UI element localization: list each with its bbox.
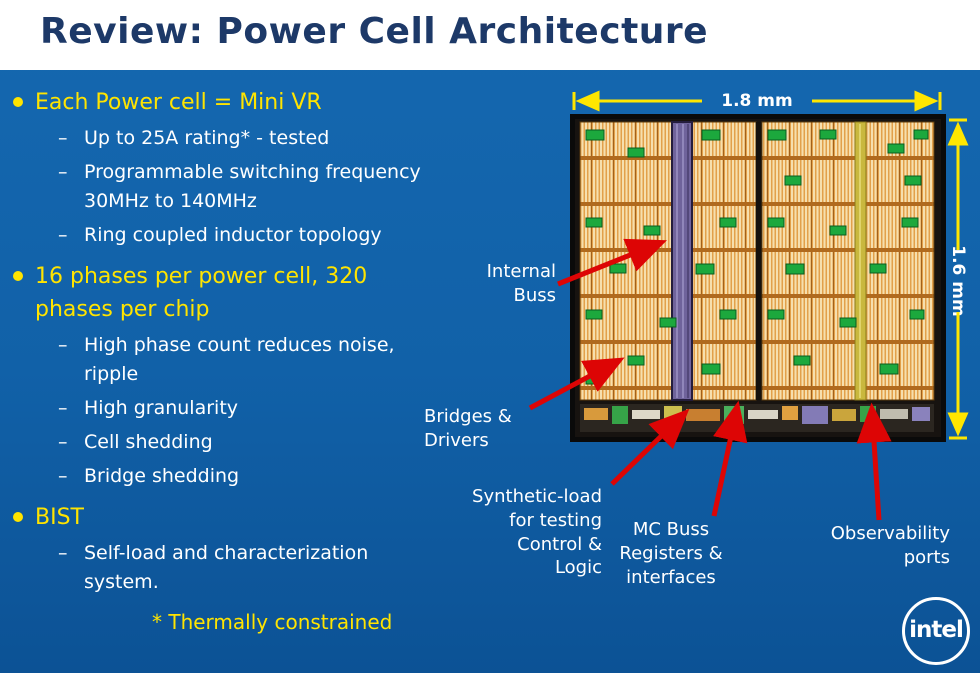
sub-bullet-label: Self-load and characterization system. [84, 542, 369, 593]
bullet-dot-icon [13, 271, 23, 281]
right-bus-strip [854, 121, 867, 401]
annotation-internal-buss: Internal Buss [486, 261, 556, 306]
sub-bullet-item: High granularity [58, 394, 500, 423]
annotation-observability-ports: Observability ports [830, 523, 950, 568]
sub-bullet-label: High granularity [84, 397, 239, 419]
sub-bullet-label: Ring coupled inductor topology [84, 224, 382, 246]
dash-icon [58, 428, 84, 457]
annotation-mc-buss: MC Buss Registers & interfaces [619, 519, 723, 588]
footnote: * Thermally constrained [152, 610, 393, 634]
dash-icon [58, 158, 84, 216]
height-dimension-label: 1.6 mm [948, 245, 968, 317]
bullet-label: Each Power cell = Mini VR [35, 90, 322, 115]
die-bottom-logic-strip [580, 404, 934, 432]
bullet-label: 16 phases per power cell, 320 phases per… [35, 264, 368, 322]
dash-icon [58, 462, 84, 491]
annotation-synthetic-load: Synthetic-load for testing Control & Log… [472, 486, 602, 579]
sub-bullet-item: Up to 25A rating* - tested [58, 124, 500, 153]
sub-bullet-label: High phase count reduces noise, ripple [84, 334, 395, 385]
sub-bullet-item: Bridge shedding [58, 462, 500, 491]
sub-bullet-item: Ring coupled inductor topology [58, 221, 500, 250]
die-photo [570, 114, 946, 442]
sub-bullet-label: Bridge shedding [84, 465, 240, 487]
dash-icon [58, 539, 84, 597]
annotation-bridges-drivers: Bridges & Drivers [424, 406, 512, 451]
bullet-item: 16 phases per power cell, 320 phases per… [10, 260, 500, 326]
bullet-dot-icon [13, 97, 23, 107]
title-bar: Review: Power Cell Architecture [0, 0, 980, 70]
dash-icon [58, 221, 84, 250]
internal-bus-strip [671, 121, 693, 401]
intel-logo-text: intel [909, 617, 964, 643]
bullet-label: BIST [35, 505, 84, 530]
intel-logo: intel [902, 597, 970, 665]
sub-bullet-item: Self-load and characterization system. [58, 539, 500, 597]
sub-bullet-item: Cell shedding [58, 428, 500, 457]
sub-bullet-label: Up to 25A rating* - tested [84, 127, 330, 149]
dash-icon [58, 394, 84, 423]
width-dimension-label: 1.8 mm [721, 91, 793, 111]
bullet-item: Each Power cell = Mini VR [10, 86, 500, 119]
die-photo-graphic [570, 114, 946, 442]
bullet-list: Each Power cell = Mini VR Up to 25A rati… [10, 86, 500, 597]
bullet-dot-icon [13, 512, 23, 522]
sub-bullet-item: Programmable switching frequency 30MHz t… [58, 158, 500, 216]
sub-bullet-label: Programmable switching frequency 30MHz t… [84, 161, 421, 212]
dash-icon [58, 124, 84, 153]
bullet-item: BIST [10, 501, 500, 534]
sub-bullet-label: Cell shedding [84, 431, 213, 453]
dash-icon [58, 331, 84, 389]
page-title: Review: Power Cell Architecture [40, 11, 709, 52]
sub-bullet-item: High phase count reduces noise, ripple [58, 331, 500, 389]
